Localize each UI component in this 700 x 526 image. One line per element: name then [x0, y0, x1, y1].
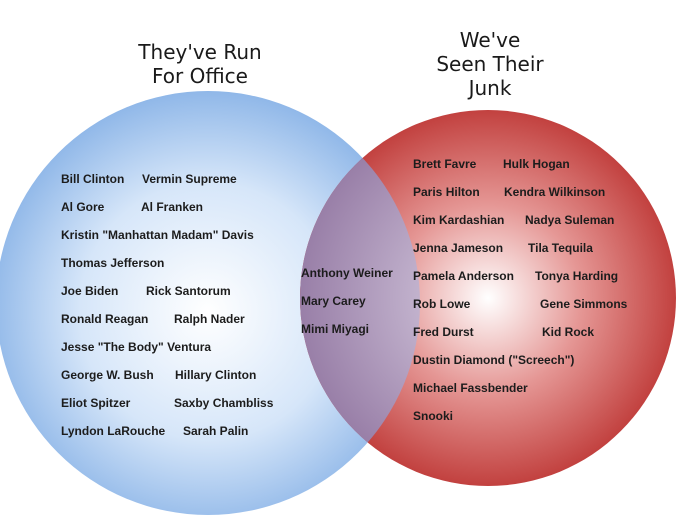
member-name: Kendra Wilkinson [504, 185, 606, 199]
intersection-region [300, 110, 420, 486]
member-name: Al Gore [61, 200, 105, 214]
member-name: Thomas Jefferson [61, 256, 165, 270]
member-name: Jenna Jameson [413, 241, 504, 255]
left-title-line-2: For Office [152, 64, 248, 88]
member-name: Sarah Palin [183, 424, 249, 438]
member-name: Saxby Chambliss [174, 396, 274, 410]
member-name: Hulk Hogan [503, 157, 570, 171]
member-name: Mary Carey [301, 294, 366, 308]
member-name: Hillary Clinton [175, 368, 257, 382]
member-name: Fred Durst [413, 325, 474, 339]
member-name: Brett Favre [413, 157, 477, 171]
member-name: Bill Clinton [61, 172, 125, 186]
member-name: Nadya Suleman [525, 213, 615, 227]
member-name: Jesse "The Body" Ventura [61, 340, 212, 354]
member-name: George W. Bush [61, 368, 154, 382]
member-name: Dustin Diamond ("Screech") [413, 353, 575, 367]
member-name: Snooki [413, 409, 454, 423]
right-title-line-3: Junk [468, 76, 512, 100]
member-name: Kid Rock [542, 325, 595, 339]
member-name: Gene Simmons [540, 297, 628, 311]
member-name: Kim Kardashian [413, 213, 505, 227]
member-name: Lyndon LaRouche [61, 424, 166, 438]
member-name: Michael Fassbender [413, 381, 528, 395]
member-name: Ralph Nader [174, 312, 245, 326]
member-name: Rick Santorum [146, 284, 231, 298]
member-name: Paris Hilton [413, 185, 480, 199]
right-set-title: We've Seen Their Junk [395, 28, 585, 100]
member-name: Al Franken [141, 200, 204, 214]
left-set-title: They've Run For Office [100, 40, 300, 88]
member-name: Tonya Harding [535, 269, 619, 283]
member-name: Anthony Weiner [301, 266, 393, 280]
right-title-line-1: We've [459, 28, 521, 52]
member-name: Ronald Reagan [61, 312, 149, 326]
circle-ran-for-office [0, 91, 420, 515]
member-name: Rob Lowe [413, 297, 471, 311]
right-title-line-2: Seen Their [436, 52, 544, 76]
member-name: Eliot Spitzer [61, 396, 131, 410]
member-name: Pamela Anderson [413, 269, 514, 283]
member-name: Tila Tequila [528, 241, 593, 255]
left-title-line-1: They've Run [138, 40, 262, 64]
member-name: Joe Biden [61, 284, 119, 298]
member-name: Mimi Miyagi [301, 322, 370, 336]
member-name: Kristin "Manhattan Madam" Davis [61, 228, 254, 242]
member-name: Vermin Supreme [142, 172, 237, 186]
